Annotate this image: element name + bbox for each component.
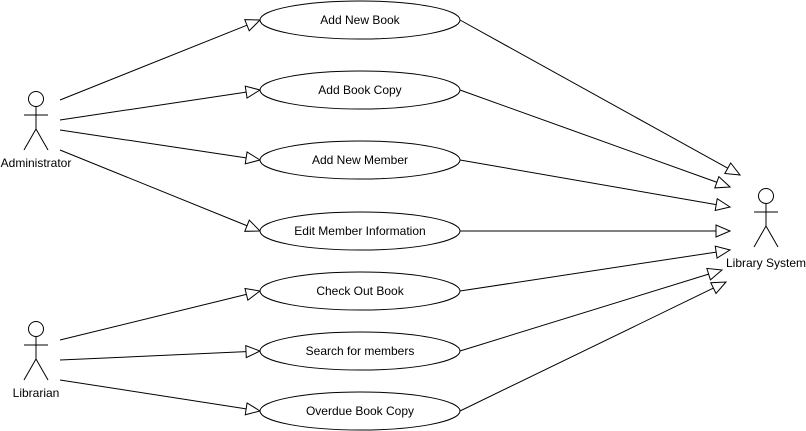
- association-uc6-system: [459, 267, 724, 352]
- open-arrowhead: [244, 19, 262, 32]
- open-arrowhead: [244, 151, 262, 165]
- use-case-uc4[interactable]: Edit Member Information: [259, 211, 461, 251]
- use-case-ellipse: [259, 211, 461, 251]
- open-arrowhead: [244, 402, 262, 416]
- stick-figure-icon: [23, 91, 49, 151]
- open-arrowhead: [714, 245, 732, 259]
- association-line: [459, 251, 717, 292]
- use-case-label: Check Out Book: [316, 284, 404, 298]
- use-case-label: Overdue Book Copy: [306, 404, 414, 418]
- actor-label: Administrator: [1, 156, 72, 170]
- open-arrowhead: [244, 85, 262, 99]
- use-case-ellipse: [259, 0, 461, 40]
- association-uc5-system: [459, 245, 732, 292]
- association-librarian-uc6: [59, 344, 262, 361]
- use-case-ellipse: [259, 391, 461, 431]
- actor-librarian[interactable]: Librarian: [13, 321, 60, 401]
- association-line: [59, 351, 247, 361]
- use-case-ellipse: [259, 271, 461, 311]
- association-line: [459, 287, 714, 412]
- association-librarian-uc7: [59, 379, 262, 416]
- association-line: [59, 149, 248, 227]
- actor-label: Librarian: [13, 386, 60, 400]
- association-admin-uc1: [59, 19, 262, 101]
- use-case-uc7[interactable]: Overdue Book Copy: [259, 391, 461, 431]
- association-admin-uc2: [59, 85, 262, 121]
- open-arrowhead: [724, 162, 742, 176]
- stick-figure-icon: [23, 321, 49, 381]
- association-uc2-system: [459, 89, 732, 189]
- association-uc7-system: [459, 281, 728, 412]
- association-line: [59, 24, 248, 101]
- association-uc4-system: [460, 224, 732, 238]
- use-case-uc2[interactable]: Add Book Copy: [259, 70, 461, 110]
- stick-figure-icon: [753, 188, 779, 248]
- association-line: [459, 19, 728, 169]
- association-line: [459, 273, 709, 352]
- open-arrowhead: [244, 287, 262, 302]
- use-case-label: Add New Book: [320, 13, 400, 27]
- open-arrowhead: [245, 344, 262, 359]
- use-case-label: Edit Member Information: [294, 224, 425, 238]
- open-arrowhead: [714, 175, 732, 189]
- use-case-label: Search for members: [306, 344, 415, 358]
- use-case-ellipse: [259, 70, 461, 110]
- open-arrowhead: [244, 219, 262, 232]
- association-uc1-system: [459, 19, 742, 176]
- actor-label: Library System: [726, 256, 806, 270]
- association-admin-uc3: [59, 129, 262, 165]
- association-uc3-system: [459, 159, 732, 212]
- associations-layer: [59, 19, 742, 416]
- actor-system[interactable]: Library System: [726, 188, 806, 271]
- open-arrowhead: [715, 224, 732, 238]
- association-line: [59, 129, 247, 159]
- open-arrowhead: [706, 267, 724, 281]
- actor-admin[interactable]: Administrator: [1, 91, 72, 171]
- association-admin-uc4: [59, 149, 262, 232]
- association-line: [59, 293, 247, 341]
- use-case-uc5[interactable]: Check Out Book: [259, 271, 461, 311]
- use-case-ellipse: [259, 331, 461, 371]
- association-librarian-uc5: [59, 287, 262, 341]
- use-case-uc6[interactable]: Search for members: [259, 331, 461, 371]
- open-arrowhead: [714, 197, 732, 212]
- use-case-ellipse: [259, 140, 461, 180]
- association-line: [459, 89, 717, 183]
- open-arrowhead: [710, 281, 728, 295]
- association-line: [459, 159, 717, 206]
- use-case-label: Add New Member: [312, 153, 408, 167]
- use-case-uc3[interactable]: Add New Member: [259, 140, 461, 180]
- use-case-uc1[interactable]: Add New Book: [259, 0, 461, 40]
- association-line: [59, 91, 247, 121]
- association-line: [59, 379, 247, 410]
- use-case-label: Add Book Copy: [318, 83, 401, 97]
